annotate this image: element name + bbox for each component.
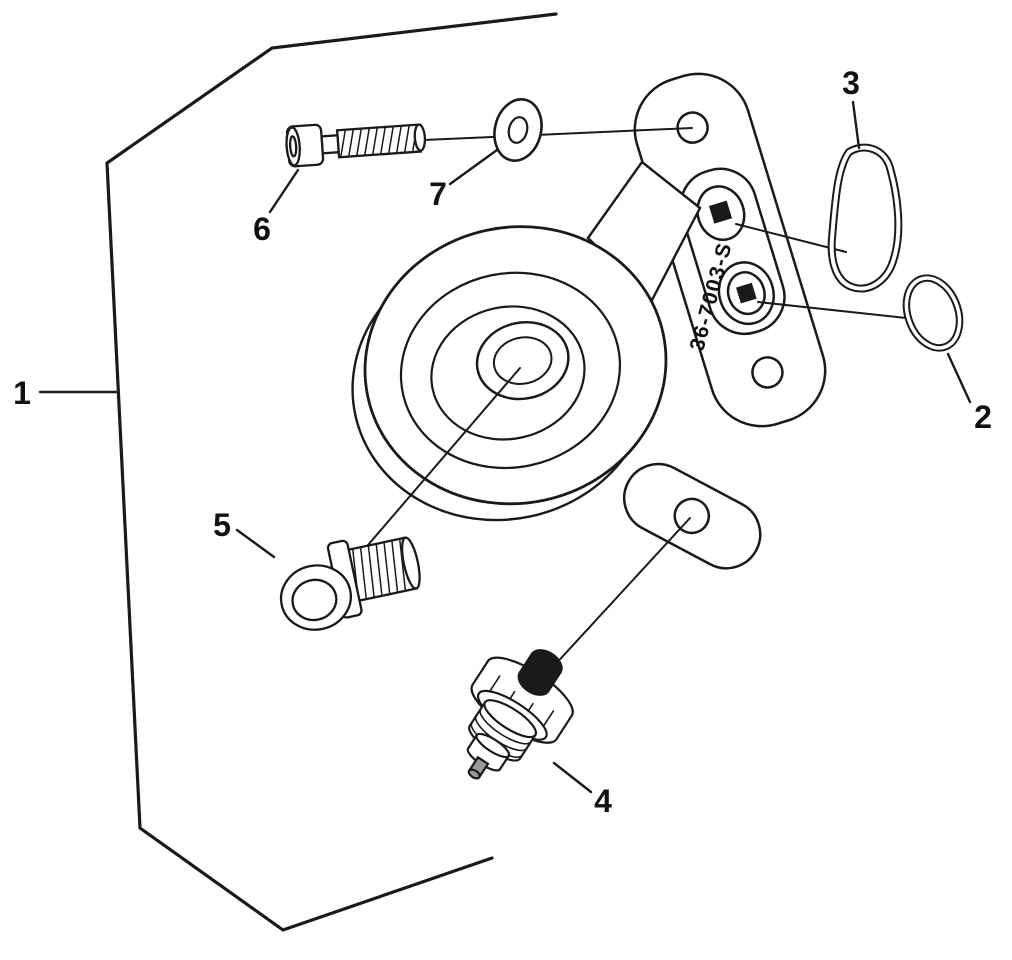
callout-2-leader	[946, 352, 972, 404]
upper-port-hole	[708, 200, 733, 224]
gasket-ring-inner	[829, 145, 901, 291]
callout-7-leader	[448, 148, 499, 186]
callout-1-label: 1	[13, 375, 31, 411]
bolt-tip	[413, 123, 427, 152]
callout-6-leader	[268, 168, 300, 214]
sensor-cap-bottom	[517, 667, 551, 696]
callout-4-leader	[552, 761, 593, 794]
sensor-small-hex-top	[475, 732, 511, 759]
washer-hole	[507, 116, 529, 144]
callout-2-label: 2	[974, 399, 992, 435]
center-bore-inner	[492, 336, 553, 385]
sensor-thread-top	[483, 699, 538, 739]
oil-pressure-sensor	[466, 649, 574, 780]
callout-5-leader	[235, 528, 276, 559]
plug-face-inner	[291, 578, 338, 622]
washer	[493, 98, 543, 162]
callout-5-label: 5	[213, 507, 231, 543]
o-ring	[902, 274, 964, 352]
callout-3-label: 3	[842, 65, 860, 101]
plate-bottom-bolt-hole	[751, 356, 784, 389]
callout-3-leader	[851, 100, 861, 150]
mounting-ear	[622, 462, 762, 570]
lower-port-leader	[757, 301, 907, 319]
lower-port-hole	[736, 282, 757, 304]
bolt	[285, 123, 427, 168]
callout-4-label: 4	[594, 783, 612, 819]
filter-adapter-flange	[351, 225, 668, 522]
sensor-pointer-line	[551, 517, 691, 669]
mounting-plate	[633, 72, 827, 428]
callout-7-label: 7	[429, 176, 447, 212]
bolt-socket	[288, 135, 298, 158]
plug-thread-end	[400, 536, 421, 590]
o-ring-inner	[904, 276, 962, 350]
plug-pointer-line	[361, 367, 521, 553]
gasket	[827, 143, 903, 293]
bolt-shank	[320, 134, 340, 155]
engine-boundary-outline	[105, 12, 558, 932]
sensor-pin-tip	[467, 768, 481, 780]
bolt-axis-line	[423, 127, 693, 141]
plug-fitting	[279, 536, 421, 631]
callout-6-label: 6	[253, 211, 271, 247]
plug-thread-hatch	[352, 539, 407, 601]
